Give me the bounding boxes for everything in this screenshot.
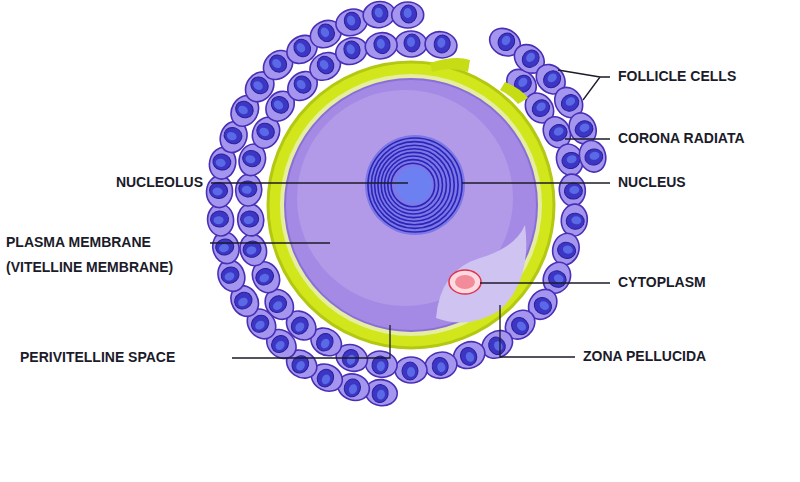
part-label: PERIVITELLINE SPACE	[20, 345, 175, 370]
leader-lines	[210, 70, 610, 358]
follicle-cell	[234, 173, 263, 207]
follicle-cell	[576, 137, 609, 175]
zona-flap	[500, 82, 528, 104]
part-label: NUCLEOLUS	[116, 170, 203, 195]
follicle-cell	[391, 2, 423, 29]
organelle-core	[455, 275, 475, 289]
follicle-cell	[205, 175, 233, 209]
part-label: PLASMA MEMBRANE (VITELLINE MEMBRANE)	[6, 230, 206, 280]
follicle-cell	[395, 31, 427, 57]
cytoplasm-light	[436, 225, 526, 323]
follicle-cells	[205, 0, 609, 408]
nucleolus	[396, 167, 432, 203]
zona-flap	[430, 58, 470, 72]
part-label: NUCLEUS	[618, 170, 686, 195]
zona-pellucida	[268, 62, 554, 348]
organelle	[449, 270, 481, 294]
follicle-cell	[363, 348, 399, 379]
follicle-cell	[549, 230, 583, 268]
part-label: CORONA RADIATA	[618, 126, 745, 151]
follicle-cell	[363, 30, 399, 61]
follicle-cell	[236, 231, 270, 269]
part-label: CYTOPLASM	[618, 270, 706, 295]
perivitelline-space	[280, 74, 542, 336]
follicle-cell	[236, 203, 265, 237]
follicle-cell	[423, 29, 459, 60]
follicle-cell	[395, 357, 427, 383]
follicle-cell	[423, 349, 459, 380]
follicle-cell	[560, 203, 589, 237]
plasma-membrane	[285, 79, 537, 331]
part-label: ZONA PELLUCIDA	[583, 344, 706, 369]
nucleus	[365, 135, 465, 235]
part-label: FOLLICLE CELLS	[618, 64, 736, 89]
follicle-cell	[558, 173, 587, 207]
